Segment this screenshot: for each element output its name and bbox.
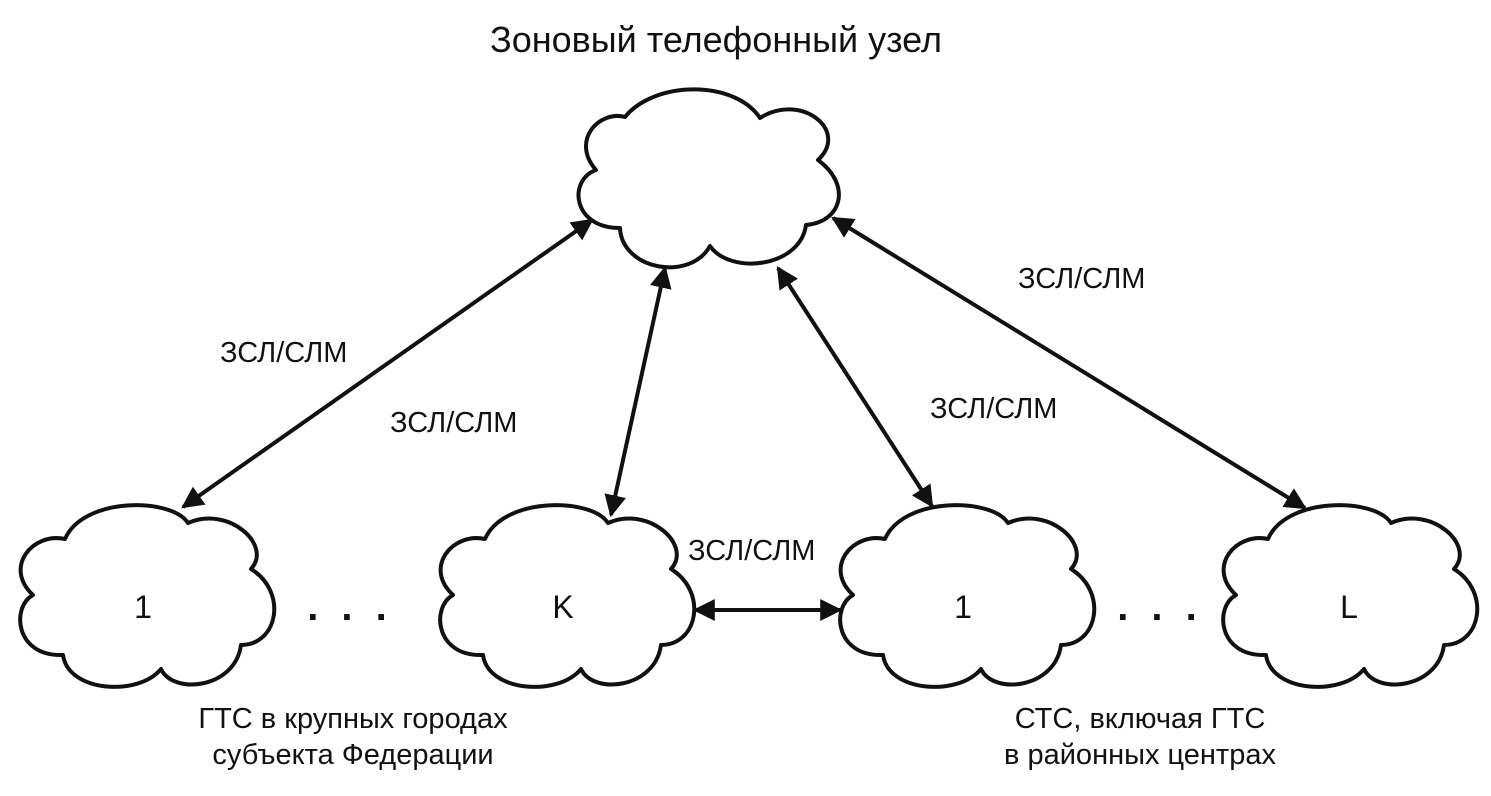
link-label-horizontal: ЗСЛ/СЛМ [688, 535, 815, 567]
node-label-rural-last: L [1340, 589, 1358, 625]
link-arrow-city-first [181, 218, 594, 509]
zone-node-cloud [576, 87, 841, 270]
city-node-cloud-first [18, 503, 277, 689]
city-node-cloud-last [438, 503, 697, 689]
link-label-right-one: ЗСЛ/СЛМ [930, 393, 1057, 425]
node-label-city-first: 1 [134, 589, 152, 625]
caption-city-line2: субъекта Федерации [212, 739, 493, 771]
caption-city-line1: ГТС в крупных городах [198, 703, 508, 735]
node-label-city-last: K [552, 589, 573, 625]
node-label-rural-first: 1 [954, 589, 972, 625]
rural-node-cloud-first [838, 503, 1097, 689]
link-label-k: ЗСЛ/СЛМ [390, 407, 517, 439]
rural-node-cloud-last [1221, 503, 1480, 689]
caption-rural-line1: СТС, включая ГТС [1015, 703, 1266, 735]
ellipsis-rural: . . . [1117, 585, 1203, 629]
link-arrow-rural-first [776, 266, 934, 508]
caption-rural-line2: в районных центрах [1004, 739, 1276, 771]
link-label-right-l: ЗСЛ/СЛМ [1018, 263, 1145, 295]
link-label-left: ЗСЛ/СЛМ [220, 337, 347, 369]
diagram-title: Зоновый телефонный узел [490, 19, 942, 60]
link-arrow-rural-last [831, 216, 1307, 510]
ellipsis-city: . . . [307, 585, 393, 629]
link-arrow-city-last [604, 265, 672, 518]
